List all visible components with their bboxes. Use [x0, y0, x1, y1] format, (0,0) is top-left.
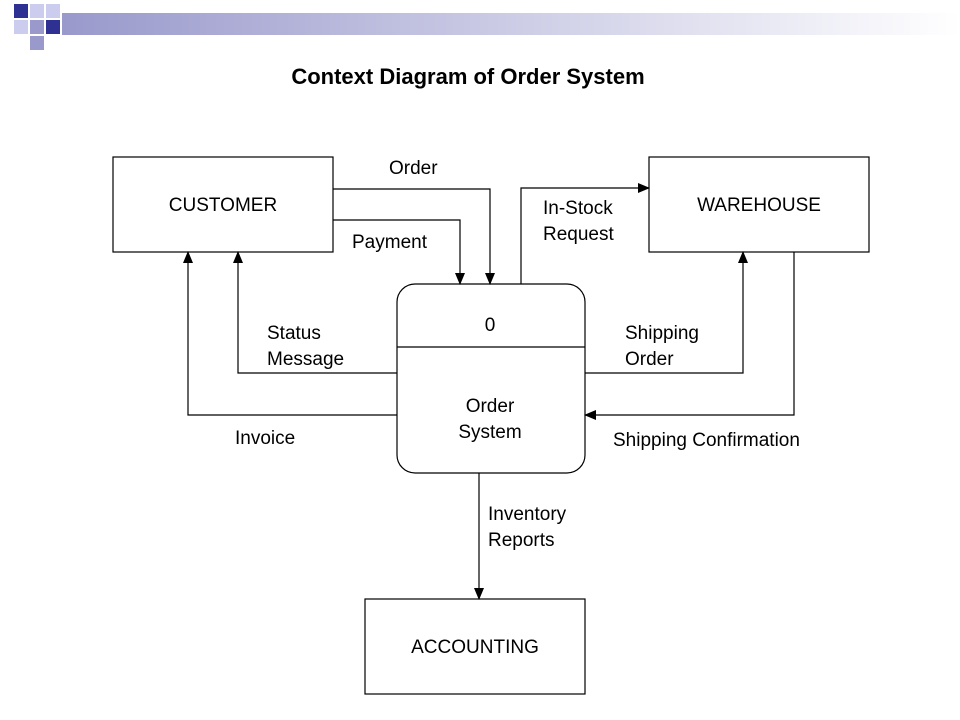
slide-title: Context Diagram of Order System — [291, 64, 645, 89]
customer-entity: CUSTOMER — [112, 156, 334, 253]
header-square-dark-2 — [30, 20, 44, 34]
warehouse-entity: WAREHOUSE — [648, 156, 870, 253]
shipping-confirmation-flow-arrow — [584, 252, 795, 420]
order-flow-arrow — [333, 188, 495, 285]
header-square-light-1 — [30, 4, 44, 18]
inventory-reports-label-line1: Inventory — [488, 504, 567, 525]
process-box — [396, 283, 586, 474]
warehouse-box — [648, 156, 870, 253]
accounting-entity: ACCOUNTING — [364, 598, 586, 695]
shipping-order-label-line1: Shipping — [625, 323, 699, 344]
status-message-label-line2: Message — [267, 349, 344, 370]
order-flow-label: Order — [389, 158, 438, 179]
process-number: 0 — [485, 315, 496, 336]
header-square-light-3 — [14, 20, 28, 34]
in-stock-request-flow-arrow — [520, 183, 650, 284]
shipping-order-label-line2: Order — [625, 349, 674, 370]
status-message-flow-arrow — [233, 251, 397, 374]
header-square-dark-3 — [46, 20, 60, 34]
process-name-line1: Order — [466, 396, 515, 417]
invoice-flow-arrow — [183, 251, 397, 416]
inventory-reports-label-line2: Reports — [488, 530, 555, 551]
order-system-process: 0 Order System — [396, 283, 586, 474]
header-square-dark-1 — [14, 4, 28, 18]
customer-label: CUSTOMER — [169, 195, 277, 216]
process-name-line2: System — [458, 422, 521, 443]
payment-flow-arrow — [333, 219, 465, 285]
warehouse-label: WAREHOUSE — [697, 195, 821, 216]
in-stock-request-label-line2: Request — [543, 224, 614, 245]
slide-header-decoration — [14, 4, 960, 50]
status-message-label-line1: Status — [267, 323, 321, 344]
in-stock-request-label-line1: In-Stock — [543, 198, 613, 219]
accounting-label: ACCOUNTING — [411, 637, 539, 658]
invoice-flow-label: Invoice — [235, 428, 295, 449]
customer-box — [112, 156, 334, 253]
payment-flow-label: Payment — [352, 232, 428, 253]
shipping-confirmation-label: Shipping Confirmation — [613, 430, 800, 451]
shipping-order-flow-arrow — [585, 251, 748, 374]
header-gradient-bar — [62, 13, 960, 35]
header-square-light-4 — [30, 36, 44, 50]
header-square-light-2 — [46, 4, 60, 18]
